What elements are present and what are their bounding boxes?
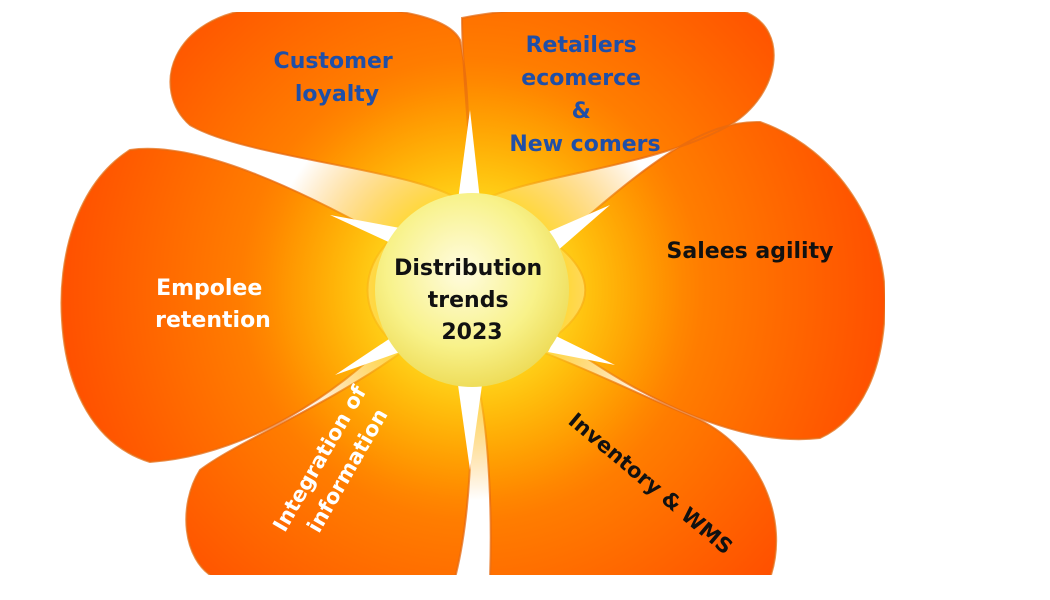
label-retailers: Retailers ecomerce & New comers xyxy=(509,33,660,157)
center-line-2: trends xyxy=(428,288,509,313)
retailers-line-4: New comers xyxy=(509,132,660,157)
retailers-line-3: & xyxy=(572,99,591,124)
star-spikes xyxy=(330,110,615,470)
employee-retention-line-2: retention xyxy=(155,308,271,333)
customer-loyalty-line-1: Customer xyxy=(274,49,393,74)
customer-loyalty-line-2: loyalty xyxy=(295,82,379,107)
sales-agility-line-1: Salees agility xyxy=(667,239,834,264)
label-customer-loyalty: Customer loyalty xyxy=(274,49,401,107)
retailers-line-1: Retailers xyxy=(526,33,637,58)
flower-artwork xyxy=(60,12,885,575)
center-disc xyxy=(375,193,569,387)
center-title: Distribution trends 2023 xyxy=(394,256,550,345)
center-line-3: 2023 xyxy=(441,320,502,345)
center-line-1: Distribution xyxy=(394,256,542,281)
retailers-line-2: ecomerce xyxy=(521,66,641,91)
label-sales-agility: Salees agility xyxy=(667,239,834,264)
label-employee-retention: Empolee retention xyxy=(155,276,271,333)
employee-retention-line-1: Empolee xyxy=(156,276,262,301)
